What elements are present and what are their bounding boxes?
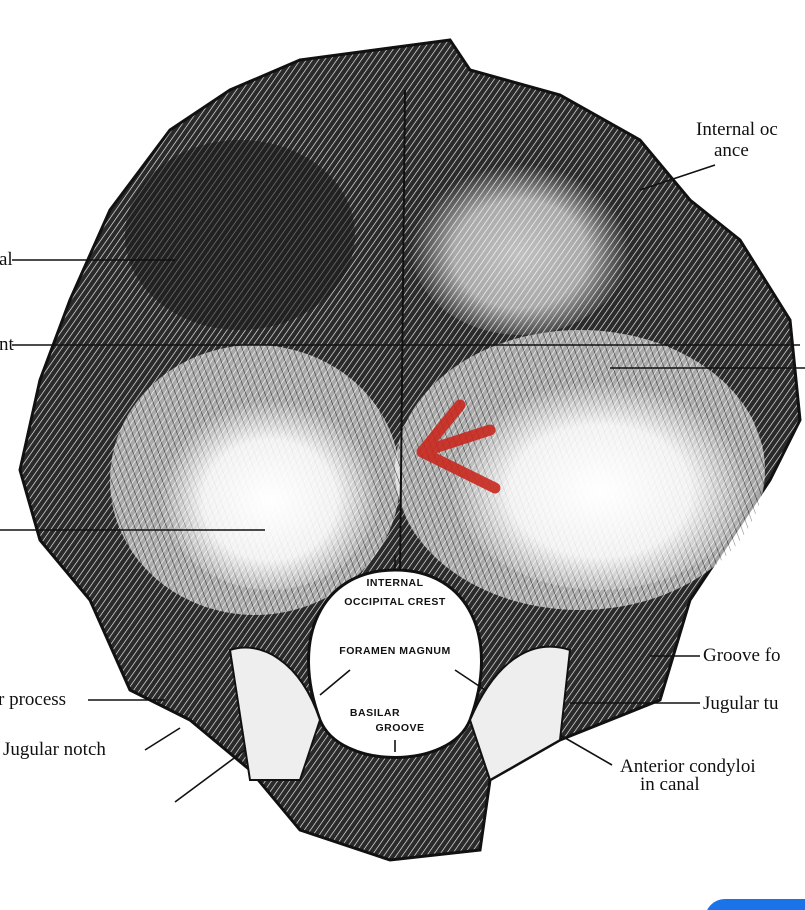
label-groove-for: Groove fo bbox=[703, 645, 781, 666]
midline-crest bbox=[399, 89, 406, 576]
label-jugular-process: r process bbox=[0, 689, 67, 710]
label-basilar-groove-2: GROOVE bbox=[375, 722, 425, 734]
label-jugular-notch: Jugular notch bbox=[3, 739, 106, 760]
label-anterior-condyloid-1: Anterior condyloi bbox=[620, 756, 756, 777]
label-anterior-condyloid-2: in canal bbox=[640, 774, 700, 795]
lower-right-fossa-light bbox=[450, 370, 750, 590]
lower-left-fossa-light bbox=[160, 390, 380, 590]
label-left-top: al bbox=[0, 249, 13, 270]
condyle-right bbox=[468, 645, 572, 782]
condyle-left bbox=[228, 646, 322, 781]
label-basilar-groove-1: BASILAR bbox=[349, 707, 401, 719]
label-internal-occipital-protuberance-2: ance bbox=[714, 140, 749, 161]
label-internal-occipital-protuberance-1: Internal oc bbox=[696, 119, 778, 140]
label-jugular-tubercle: Jugular tu bbox=[703, 693, 779, 714]
label-internal-occipital-crest-1: INTERNAL bbox=[366, 577, 424, 589]
upper-left-fossa bbox=[125, 140, 355, 330]
label-internal-occipital-crest-2: OCCIPITAL CREST bbox=[344, 596, 446, 608]
leader-lines bbox=[0, 164, 805, 803]
red-arrow-annotation bbox=[416, 399, 501, 494]
upper-right-fossa bbox=[410, 155, 630, 335]
label-foramen-magnum: FORAMEN MAGNUM bbox=[339, 645, 451, 657]
floating-action-button[interactable] bbox=[705, 899, 805, 910]
label-left-mid: nt bbox=[0, 334, 14, 355]
foramen-magnum bbox=[307, 568, 483, 759]
